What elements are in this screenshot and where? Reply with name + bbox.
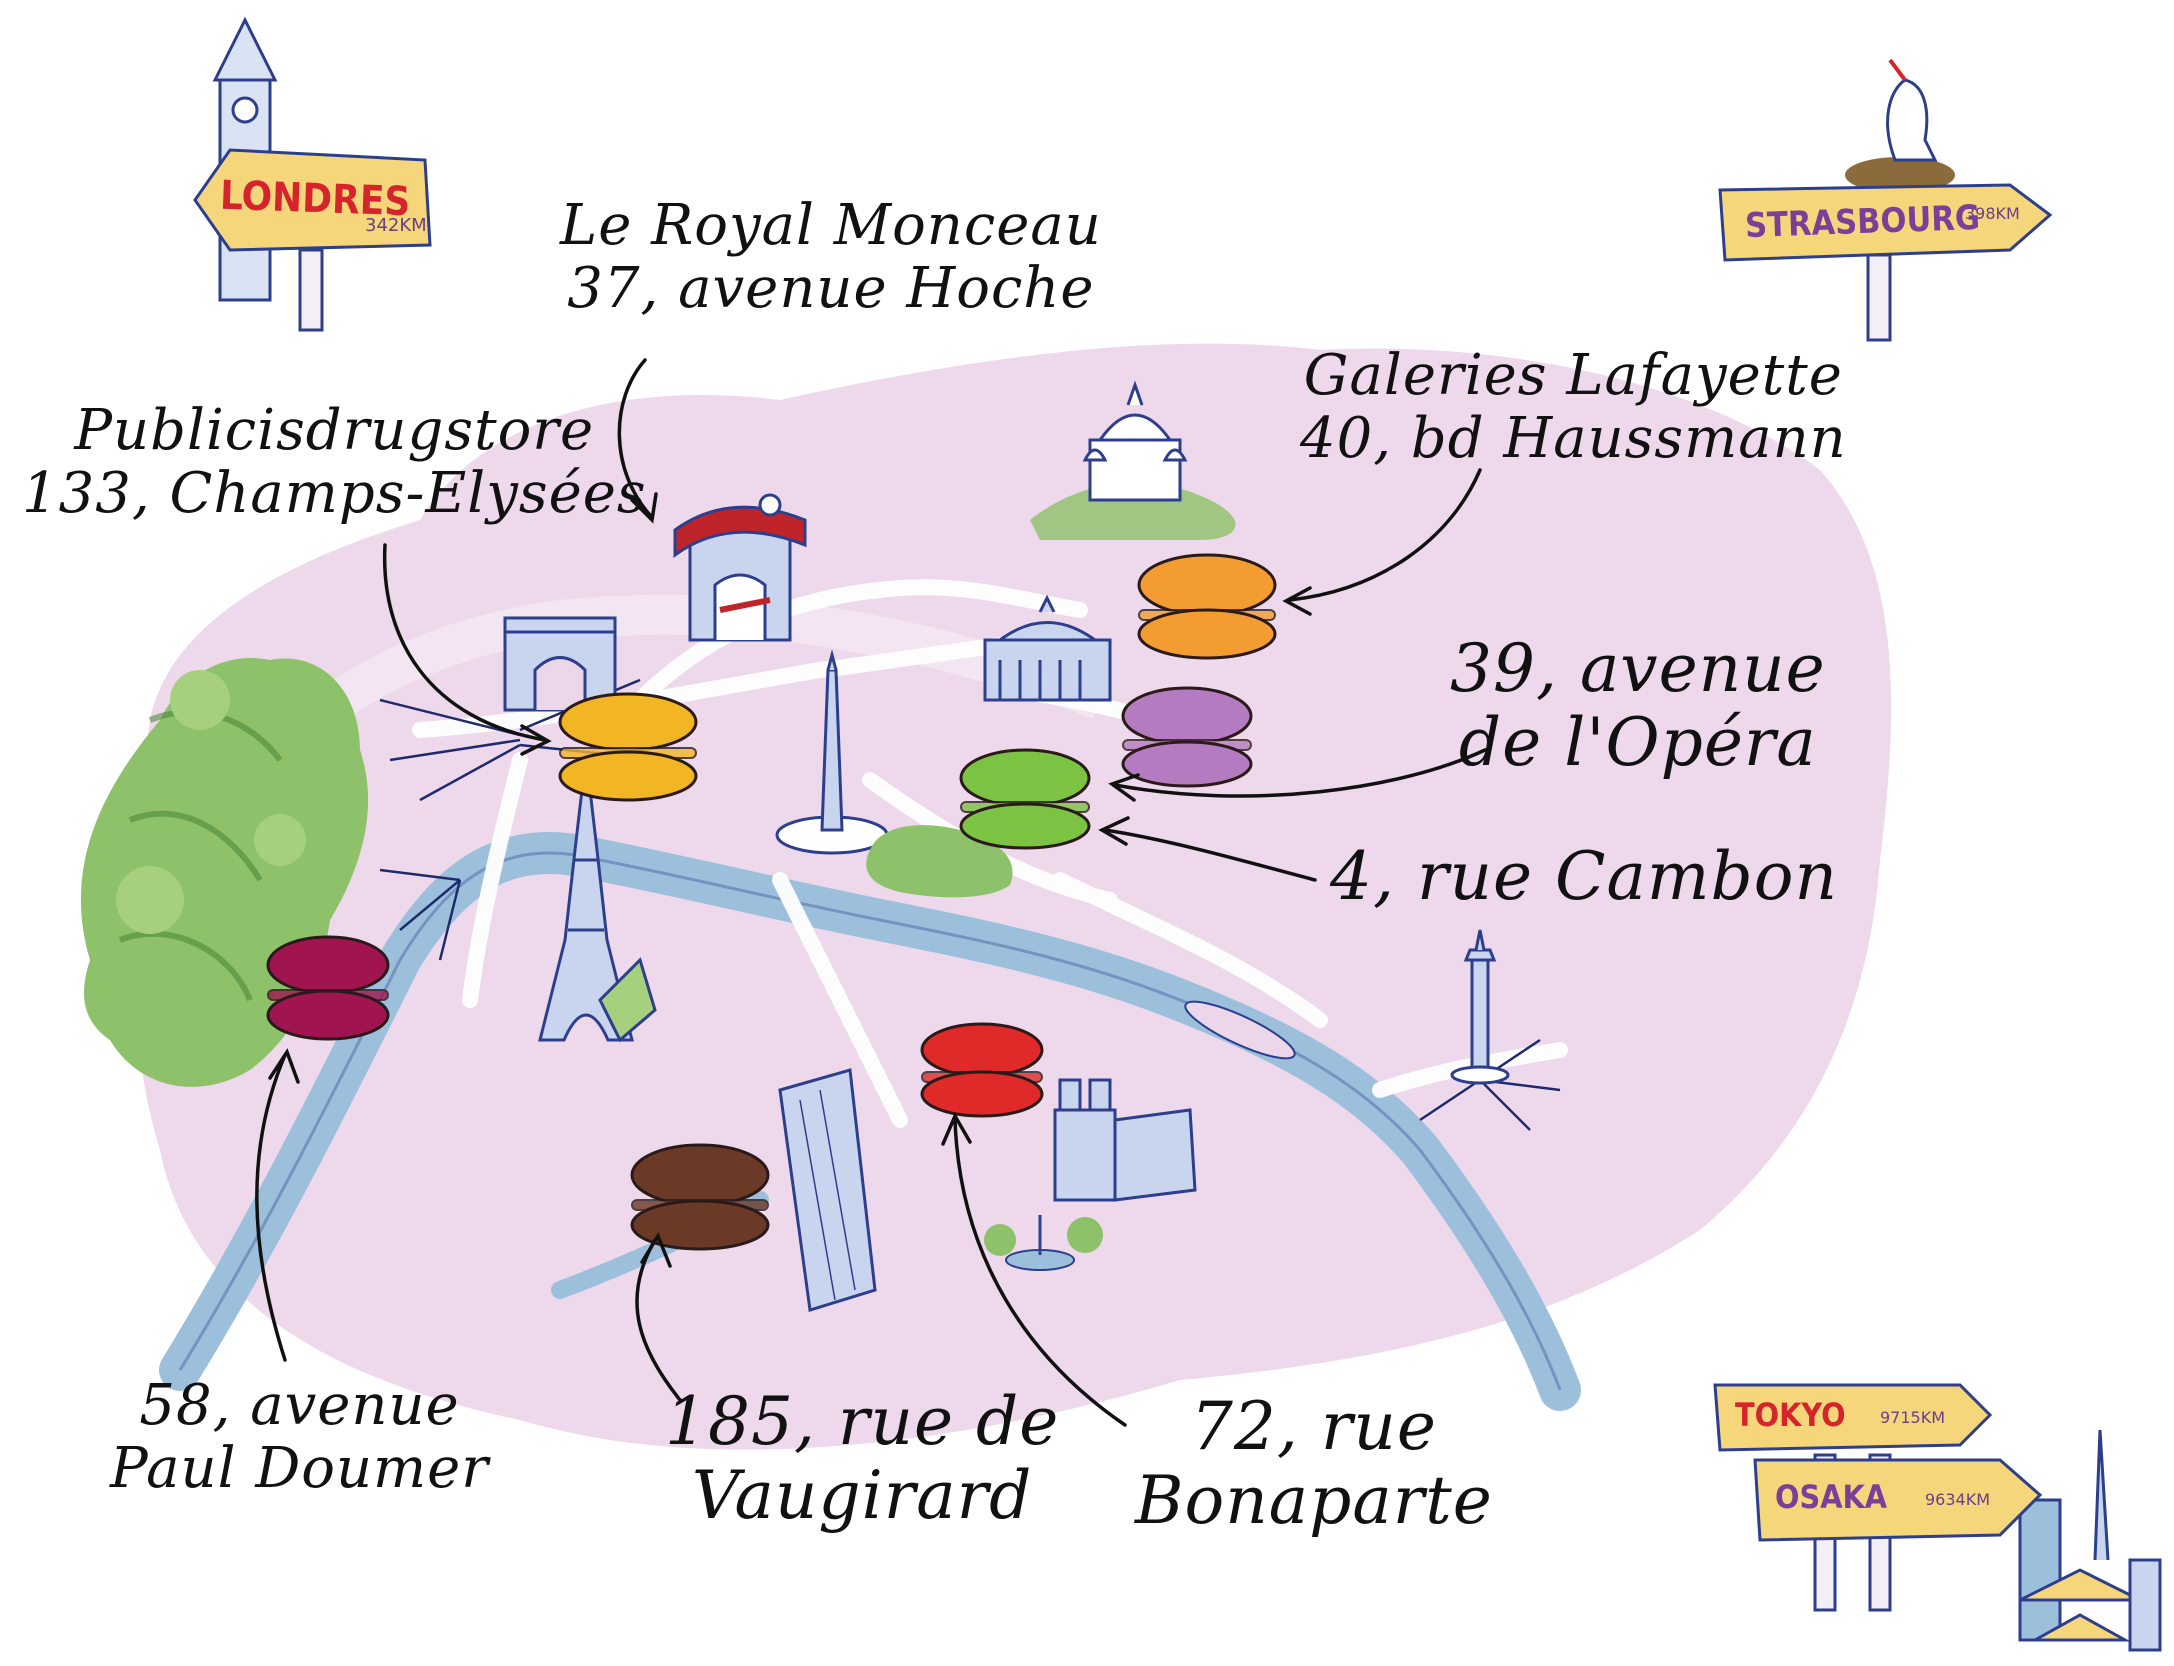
arrow-royal-monceau — [617, 358, 652, 517]
saint-sulpice-icon — [1053, 1078, 1197, 1202]
arrowhead-opera — [1108, 773, 1140, 802]
sign-londres — [193, 148, 432, 332]
label-opera-line2: de l'Opéra — [1458, 703, 1817, 781]
label-drugstore: Publicisdrugstore 133, Champs-Elysées — [22, 398, 647, 526]
macaron-icon — [558, 692, 698, 802]
stork-nest-icon — [1845, 58, 1955, 193]
macaron-icon — [920, 1022, 1044, 1118]
label-drugstore-address: 133, Champs-Elysées — [22, 460, 647, 526]
label-cambon-address: 4, rue Cambon — [1330, 838, 1838, 915]
pointer-arrows — [255, 358, 1487, 1427]
arrow-vaugirard — [635, 1238, 682, 1402]
label-royal-monceau-name: Le Royal Monceau — [560, 193, 1102, 258]
arrow-cambon — [1103, 828, 1317, 882]
montparnasse-tower-icon — [778, 1068, 877, 1312]
macaron-icon — [266, 935, 390, 1041]
sign-osaka-distance: 9634KM — [1925, 1490, 1991, 1509]
opera-garnier-icon — [983, 594, 1112, 702]
sign-osaka-name: OSAKA — [1775, 1478, 1888, 1516]
tuileries-garden — [866, 825, 1013, 898]
arrowhead-doumer — [268, 1048, 300, 1084]
label-doumer: 58, avenue Paul Doumer — [110, 1373, 490, 1501]
sign-osaka — [1753, 1458, 2043, 1542]
eiffel-rays — [379, 868, 462, 961]
pagoda-icon — [2018, 1429, 2162, 1652]
sacre-coeur-icon — [1030, 380, 1236, 540]
arrow-lafayette — [1288, 468, 1482, 602]
label-lafayette-name: Galeries Lafayette — [1303, 343, 1843, 408]
label-bonaparte-line1: 72, rue — [1190, 1388, 1437, 1465]
label-royal-monceau-address: 37, avenue Hoche — [567, 255, 1095, 321]
label-royal-monceau: Le Royal Monceau 37, avenue Hoche — [560, 193, 1102, 321]
arrow-doumer — [255, 1053, 287, 1362]
label-vaugirard-line2: Vaugirard — [691, 1456, 1033, 1534]
label-lafayette: Galeries Lafayette 40, bd Haussmann — [1300, 343, 1847, 471]
arrow-drugstore — [382, 543, 547, 742]
sign-strasbourg-distance: 398KM — [1965, 204, 2020, 223]
sign-strasbourg — [1718, 183, 2053, 342]
label-bonaparte: 72, rue Bonaparte — [1135, 1390, 1493, 1538]
label-opera: 39, avenue de l'Opéra — [1450, 632, 1826, 780]
label-lafayette-address: 40, bd Haussmann — [1300, 405, 1847, 471]
streets — [412, 579, 1568, 1128]
arrowhead-bonaparte — [941, 1112, 972, 1146]
label-opera-line1: 39, avenue — [1450, 630, 1826, 707]
label-drugstore-name: Publicisdrugstore — [74, 398, 595, 463]
eiffel-tower-icon — [538, 788, 657, 1043]
sign-strasbourg-name: STRASBOURG — [1744, 197, 1981, 247]
label-doumer-line1: 58, avenue — [139, 1373, 460, 1438]
arrowhead-drugstore — [520, 724, 552, 756]
arrow-opera — [1113, 748, 1487, 798]
arrowhead-royal-monceau — [630, 492, 658, 524]
arrowhead-lafayette — [1282, 586, 1312, 616]
arrowhead-cambon — [1098, 816, 1130, 846]
bastille-column-icon — [1450, 929, 1510, 1085]
macaron-icon — [1121, 686, 1253, 788]
obelisk-icon — [775, 649, 889, 855]
royal-monceau-hotel-icon — [673, 493, 807, 642]
macaron-icon — [959, 748, 1091, 850]
sign-tokyo-name: TOKYO — [1735, 1396, 1846, 1434]
arrow-bonaparte — [953, 1118, 1127, 1427]
macaron-icon — [630, 1143, 770, 1251]
label-cambon: 4, rue Cambon — [1330, 840, 1838, 914]
label-bonaparte-line2: Bonaparte — [1135, 1461, 1493, 1539]
ile-de-la-cite — [1184, 1000, 1296, 1060]
label-doumer-line2: Paul Doumer — [110, 1435, 490, 1501]
label-vaugirard-line1: 185, rue de — [665, 1383, 1060, 1460]
luxembourg-fountain-icon — [984, 1215, 1103, 1271]
sign-tokyo-distance: 9715KM — [1880, 1408, 1946, 1427]
arc-de-triomphe-icon — [503, 616, 617, 712]
arrowhead-vaugirard — [640, 1232, 672, 1268]
macaron-icon — [1137, 553, 1277, 660]
label-vaugirard: 185, rue de Vaugirard — [665, 1385, 1059, 1533]
sign-londres-distance: 342KM — [365, 215, 427, 236]
